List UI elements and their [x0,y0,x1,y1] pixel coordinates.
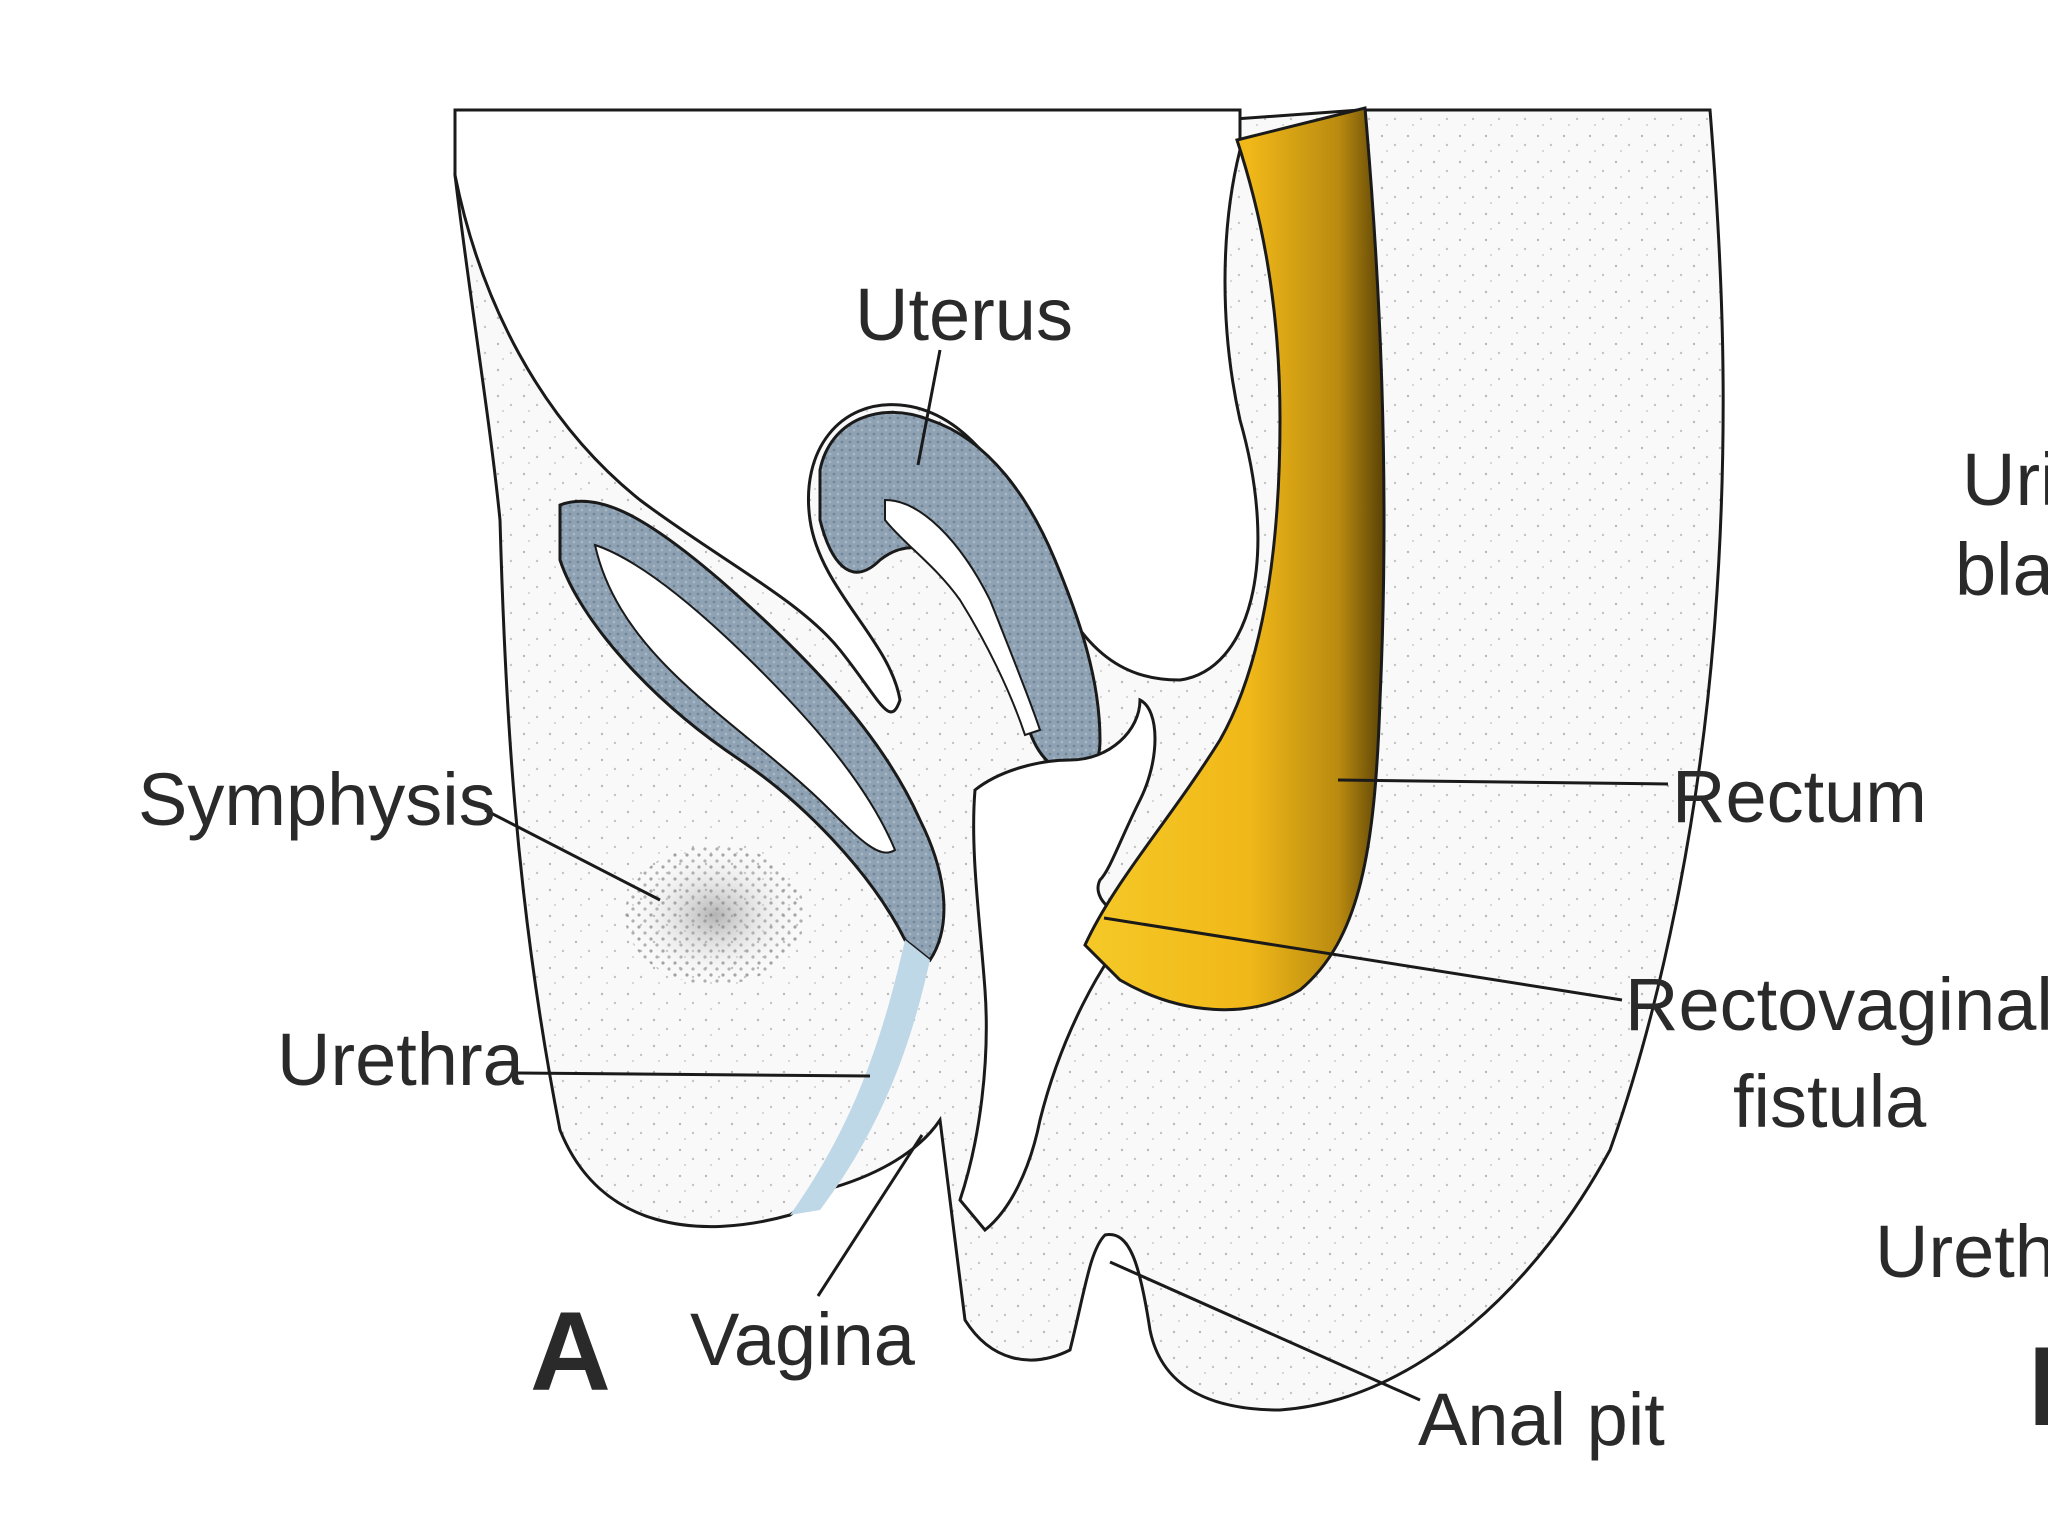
label-cropped-bla: bla [1955,528,2048,611]
label-vagina: Vagina [690,1298,916,1381]
uterine-cavity [884,498,1042,737]
label-rectovaginal: Rectovaginal [1625,963,2048,1046]
label-uterus: Uterus [855,273,1073,356]
symphysis-shade [625,845,805,985]
uterus-leader [916,349,942,466]
symphysis-leader [484,808,661,902]
rectovaginal-leader [1103,916,1623,1002]
label-cropped-uri: Uri [1962,438,2048,521]
label-anal-pit: Anal pit [1418,1378,1665,1461]
panel-letter-b-fragment: B [2028,1324,2048,1449]
label-rectum: Rectum [1672,755,1927,838]
urethra-leader [517,1071,871,1078]
label-cropped-ureth: Ureth [1875,1210,2048,1293]
vagina-leader [816,1134,924,1297]
bladder-lumen [593,543,897,854]
label-symphysis: Symphysis [138,758,496,841]
urethra-tube [790,940,930,1215]
rectum-leader [1337,778,1669,786]
panel-letter-a: A [530,1289,611,1414]
label-urethra: Urethra [277,1018,525,1101]
rectum [1083,106,1386,1012]
label-fistula: fistula [1733,1060,1927,1143]
anal-pit-leader [1109,1260,1421,1402]
